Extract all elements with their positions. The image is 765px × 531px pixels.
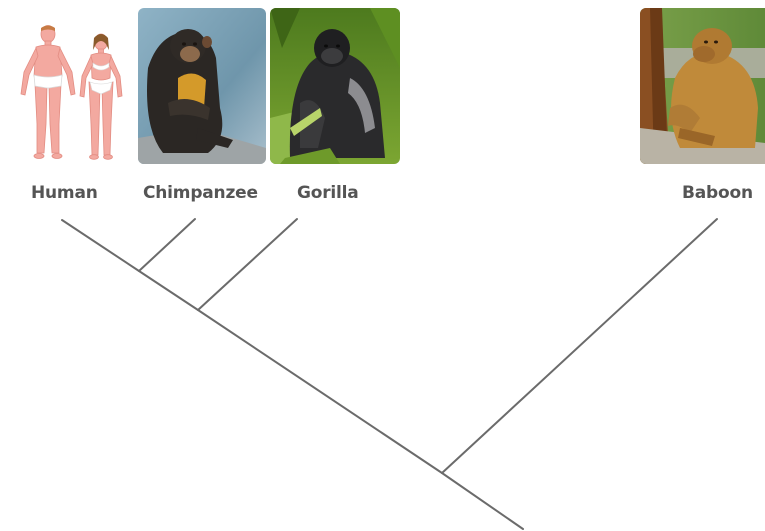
chimpanzee-photo xyxy=(138,8,266,164)
human-illustration xyxy=(10,20,135,165)
taxon-label-chimpanzee: Chimpanzee xyxy=(143,183,258,203)
baboon-photo xyxy=(640,8,765,164)
branch-chimpanzee xyxy=(138,218,196,272)
taxon-label-human: Human xyxy=(31,183,98,203)
branch-gorilla xyxy=(197,218,298,311)
branch-human xyxy=(61,219,140,272)
branch-great-ape-clade xyxy=(197,309,443,474)
branch-baboon xyxy=(441,218,718,474)
taxon-label-gorilla: Gorilla xyxy=(297,183,359,203)
branch-human-chimp-clade xyxy=(138,270,199,311)
taxon-label-baboon: Baboon xyxy=(682,183,753,203)
branch-root xyxy=(441,472,524,530)
gorilla-photo xyxy=(270,8,400,164)
